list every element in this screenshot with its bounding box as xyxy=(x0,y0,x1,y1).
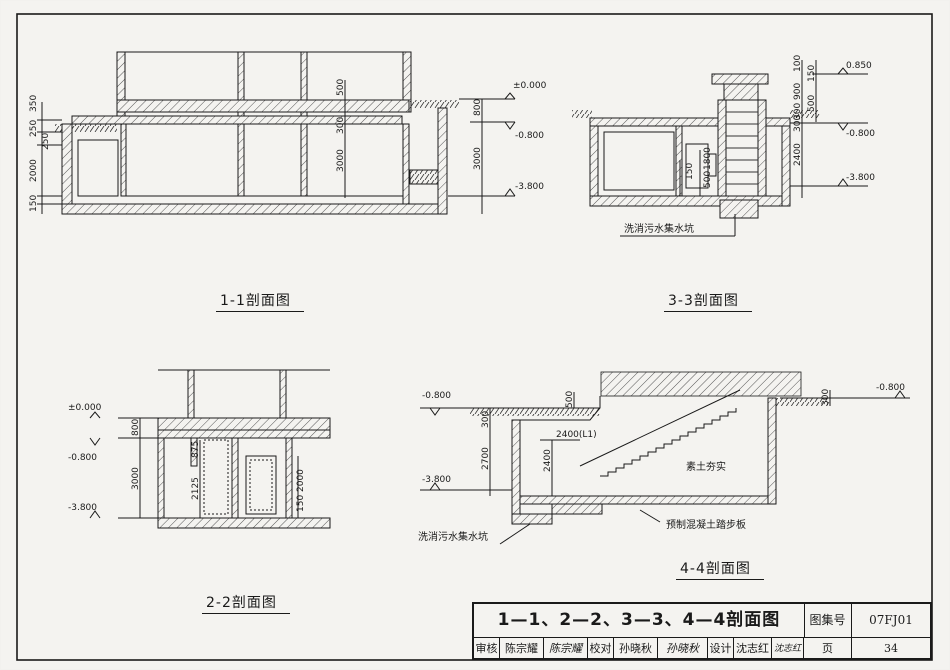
dim-label: 500 xyxy=(336,79,346,96)
dim-label: 2400(L1) xyxy=(556,430,597,440)
atlas-number-label: 图集号 xyxy=(804,604,852,637)
dim-label: 150 xyxy=(807,65,817,82)
dim-label: 875 xyxy=(191,441,201,458)
dim-label: 2000 xyxy=(29,159,39,182)
design-label: 设计 xyxy=(708,638,734,660)
dim-label: 300 xyxy=(793,103,803,120)
title-block: 1—1、2—2、3—3、4—4剖面图 图集号 07FJ01 审核 陈宗耀 陈宗耀… xyxy=(472,602,932,660)
check-label: 校对 xyxy=(588,638,614,660)
section-3-3-labels: 0.850 -0.800 -3.800 100 150 900 500 300 … xyxy=(624,55,875,235)
dim-label: 300 xyxy=(481,411,491,428)
dim-label: 2125 xyxy=(191,477,201,500)
page-number: 34 xyxy=(884,642,898,655)
sheet-frame xyxy=(16,13,933,661)
dim-label: 2400 xyxy=(543,449,553,472)
dim-label: 500 xyxy=(807,95,817,112)
caption-section-4-4: 4-4剖面图 xyxy=(680,561,751,577)
dim-label: 1800 xyxy=(703,147,713,170)
caption-section-1-1: 1-1剖面图 xyxy=(220,293,291,309)
dim-label: 500 xyxy=(703,171,713,188)
dim-label: 300 xyxy=(336,117,346,134)
dim-label: 2000 xyxy=(296,469,306,492)
dim-label: 3000 xyxy=(336,149,346,172)
level-label: -0.800 xyxy=(876,383,905,393)
atlas-number: 07FJ01 xyxy=(869,613,913,627)
level-label: -0.800 xyxy=(422,391,451,401)
annotation-note: 洗消污水集水坑 xyxy=(418,530,488,543)
section-1-1-labels: ±0.000 -0.800 -3.800 350 250 250 2000 15… xyxy=(29,79,547,212)
dim-label: 900 xyxy=(793,83,803,100)
check-name: 孙晓秋 xyxy=(614,638,658,660)
dim-label: 3000 xyxy=(473,147,483,170)
level-label: -0.800 xyxy=(68,453,97,463)
caption-section-2-2: 2-2剖面图 xyxy=(206,595,277,611)
dim-label: 350 xyxy=(29,95,39,112)
dim-label: 150 xyxy=(296,495,306,512)
caption-underline xyxy=(202,613,290,614)
page-label: 页 xyxy=(804,638,852,660)
dim-label: 150 xyxy=(29,195,39,212)
review-label: 审核 xyxy=(474,638,500,660)
section-4-4-drawing xyxy=(420,371,910,545)
check-signature: 孙晓秋 xyxy=(658,638,708,660)
caption-underline xyxy=(216,311,304,312)
design-name: 沈志红 xyxy=(734,638,772,660)
level-label: 0.850 xyxy=(846,61,872,71)
level-label: ±0.000 xyxy=(513,81,547,91)
section-3-3-drawing xyxy=(572,60,868,237)
section-4-4-labels: -0.800 -0.800 -3.800 500 300 300 2700 24… xyxy=(418,383,905,543)
review-signature: 陈宗耀 xyxy=(544,638,588,660)
dim-label: 800 xyxy=(131,419,141,436)
dim-label: 800 xyxy=(473,99,483,116)
level-label: -0.800 xyxy=(515,131,544,141)
level-label: -3.800 xyxy=(515,182,544,192)
dim-label: 150 xyxy=(685,163,695,180)
level-label: -3.800 xyxy=(68,503,97,513)
annotation-note: 素土夯实 xyxy=(686,460,726,473)
dim-label: 250 xyxy=(29,120,39,137)
annotation-note: 洗消污水集水坑 xyxy=(624,222,694,235)
design-signature: 沈志红 xyxy=(772,638,804,660)
section-1-1-drawing xyxy=(37,51,516,215)
review-name: 陈宗耀 xyxy=(500,638,544,660)
annotation-note: 预制混凝土踏步板 xyxy=(666,518,746,531)
dim-label: 100 xyxy=(793,55,803,72)
dim-label: 3000 xyxy=(131,467,141,490)
dim-label: 250 xyxy=(41,133,51,150)
level-label: -3.800 xyxy=(422,475,451,485)
level-label: -0.800 xyxy=(846,129,875,139)
section-2-2-labels: ±0.000 -0.800 -3.800 800 3000 875 2125 2… xyxy=(68,403,306,513)
title-block-divider xyxy=(474,637,930,638)
level-label: ±0.000 xyxy=(68,403,102,413)
caption-underline xyxy=(664,311,752,312)
level-label: -3.800 xyxy=(846,173,875,183)
dim-label: 300 xyxy=(793,115,803,132)
section-2-2-drawing xyxy=(89,369,331,529)
dim-label: 300 xyxy=(821,389,831,406)
caption-section-3-3: 3-3剖面图 xyxy=(668,293,739,309)
dim-label: 2700 xyxy=(481,447,491,470)
dim-label: 2400 xyxy=(793,143,803,166)
caption-underline xyxy=(676,579,764,580)
drawing-title: 1—1、2—2、3—3、4—4剖面图 xyxy=(474,604,805,638)
dim-label: 500 xyxy=(565,391,575,408)
